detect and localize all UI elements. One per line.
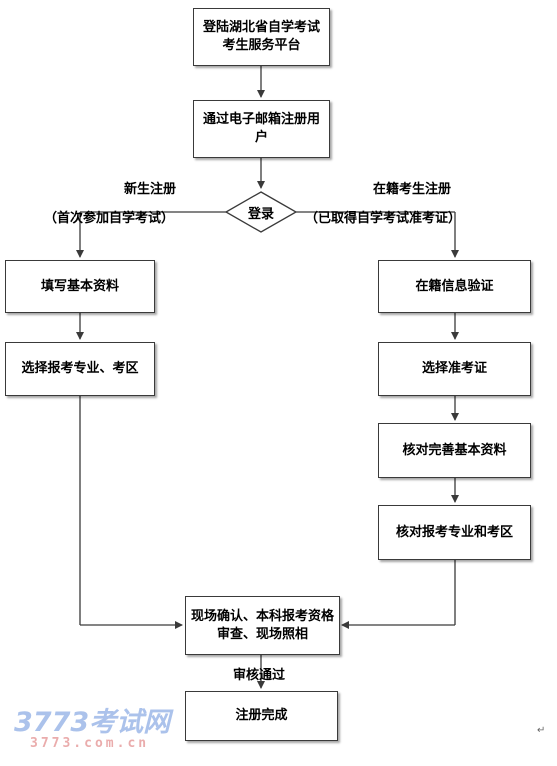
fill-basic-info-text: 填写基本资料 bbox=[40, 278, 119, 294]
verify-enrollment-node: 在籍信息验证 bbox=[378, 260, 531, 313]
choose-admission-ticket-node: 选择准考证 bbox=[378, 342, 531, 396]
choose-major-area-text: 选择报考专业、考区 bbox=[21, 361, 139, 376]
review-pass-label: 审核通过 bbox=[232, 668, 285, 683]
register-email-node: 通过电子邮箱注册用户 bbox=[193, 100, 330, 158]
choose-admission-ticket-text: 选择准考证 bbox=[421, 361, 487, 376]
new-student-note: （首次参加自学考试） bbox=[44, 211, 175, 226]
check-basic-info-text: 核对完善基本资料 bbox=[402, 442, 507, 458]
register-email-text: 通过电子邮箱注册用户 bbox=[202, 112, 320, 145]
enrolled-student-note: （已取得自学考试准考证） bbox=[305, 211, 462, 226]
start-node: 登陆湖北省自学考试考生服务平台 bbox=[193, 8, 330, 66]
new-student-label: 新生注册 bbox=[123, 182, 176, 197]
onsite-confirm-text: 现场确认、本科报考资格审查、现场照相 bbox=[190, 608, 334, 642]
login-label: 登录 bbox=[247, 207, 274, 222]
verify-enrollment-text: 在籍信息验证 bbox=[415, 278, 494, 294]
login-diamond bbox=[224, 191, 298, 233]
done-text: 注册完成 bbox=[235, 708, 288, 723]
enrolled-student-label: 在籍考生注册 bbox=[372, 182, 451, 197]
paragraph-mark-icon: ↵ bbox=[537, 725, 546, 736]
onsite-confirm-node: 现场确认、本科报考资格审查、现场照相 bbox=[185, 596, 340, 655]
check-major-area-text: 核对报考专业和考区 bbox=[395, 524, 513, 540]
start-node-text: 登陆湖北省自学考试考生服务平台 bbox=[202, 20, 320, 53]
watermark-brand: 3773考试网 bbox=[14, 707, 171, 738]
choose-major-area-node: 选择报考专业、考区 bbox=[5, 342, 155, 396]
check-major-area-node: 核对报考专业和考区 bbox=[378, 505, 531, 560]
watermark-url: 3773.com.cn bbox=[30, 736, 150, 751]
done-node: 注册完成 bbox=[185, 691, 338, 741]
check-basic-info-node: 核对完善基本资料 bbox=[378, 423, 531, 478]
fill-basic-info-node: 填写基本资料 bbox=[5, 260, 155, 313]
